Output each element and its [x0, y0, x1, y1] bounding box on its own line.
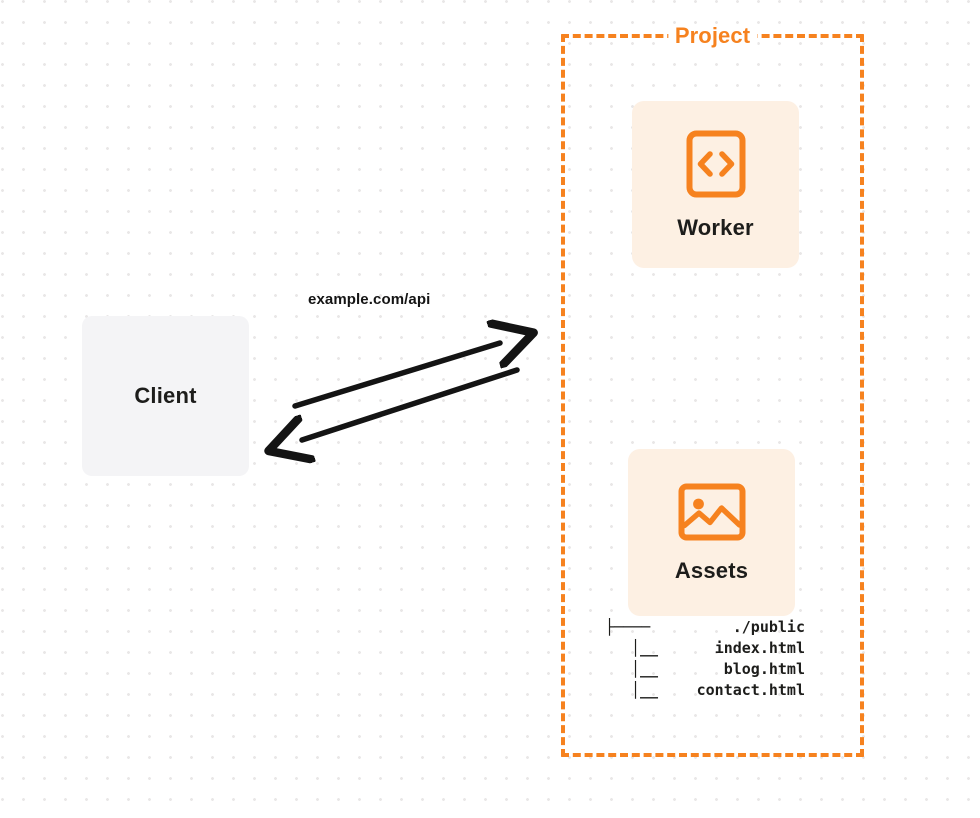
node-client[interactable]: Client — [82, 316, 249, 476]
tree-item-name: ./public — [732, 618, 805, 636]
project-group: Project — [561, 25, 864, 757]
node-worker-label: Worker — [677, 215, 754, 240]
tree-branch-glyph: ├──── — [605, 618, 651, 636]
code-brackets-icon — [686, 130, 746, 203]
node-assets-label: Assets — [674, 558, 749, 583]
tree-item-name: blog.html — [723, 660, 805, 678]
node-assets[interactable]: Assets — [628, 449, 795, 616]
tree-branch-glyph: │__ — [631, 660, 659, 678]
tree-branch-glyph: │__ — [631, 639, 659, 657]
file-tree-row: ├──── ./public — [605, 617, 805, 638]
file-tree-row: │__ blog.html — [605, 659, 805, 680]
node-client-label: Client — [134, 383, 197, 408]
file-tree-row: │__ index.html — [605, 638, 805, 659]
connection-label: example.com/api — [308, 291, 431, 308]
tree-branch-glyph: │__ — [631, 681, 659, 699]
file-tree-row: │__ contact.html — [605, 680, 805, 701]
tree-item-name: contact.html — [696, 681, 805, 699]
node-worker[interactable]: Worker — [632, 101, 799, 268]
assets-file-tree: ├──── ./public │__ index.html │__ blog.h… — [605, 617, 805, 701]
arrow-client-to-worker — [292, 343, 500, 409]
image-icon — [678, 483, 746, 546]
tree-item-name: index.html — [714, 639, 805, 657]
arrow-worker-to-client — [302, 367, 520, 440]
project-group-label: Project — [667, 25, 758, 47]
